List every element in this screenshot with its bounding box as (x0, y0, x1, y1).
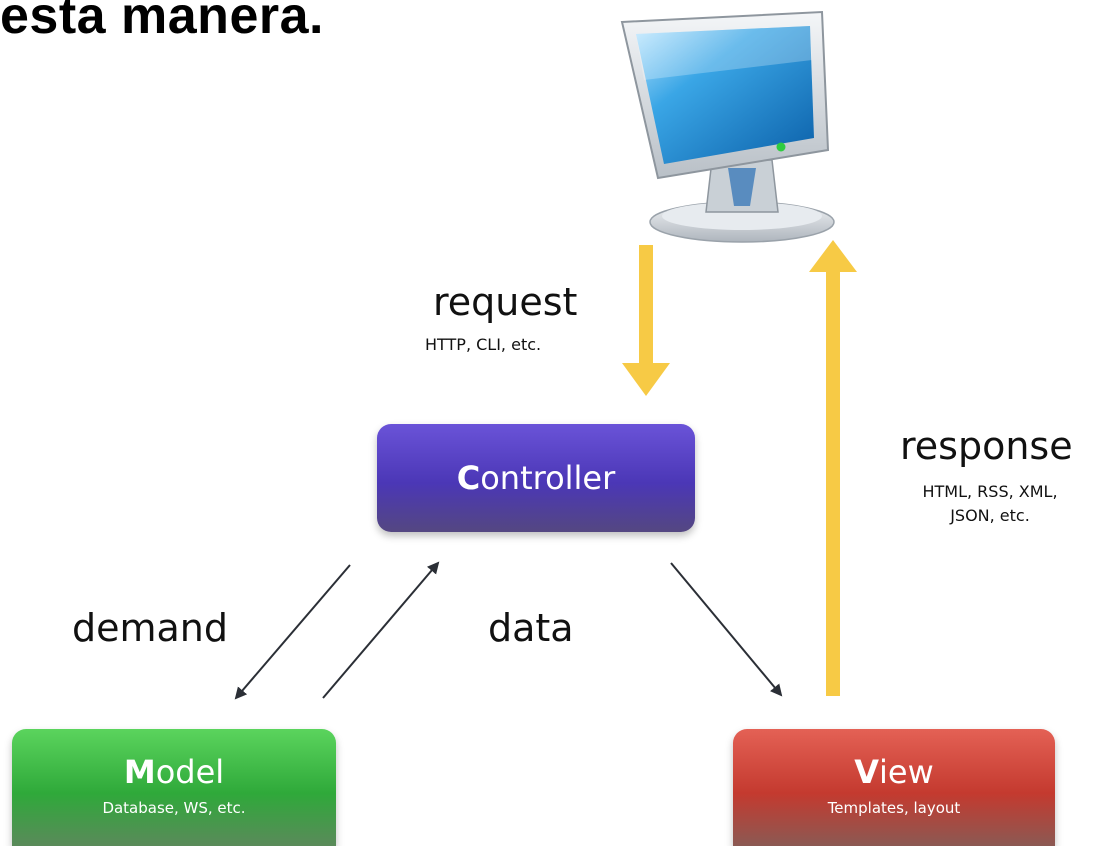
demand-arrow (234, 564, 351, 700)
model-box: Model Database, WS, etc. (12, 729, 336, 846)
controller-initial: C (456, 459, 481, 497)
data-to-view-arrow (670, 562, 783, 697)
view-title: View (733, 753, 1055, 791)
response-arrow (809, 240, 857, 696)
response-detail-line2: JSON, etc. (950, 506, 1030, 525)
data-return-arrow (322, 561, 440, 699)
model-subtitle: Database, WS, etc. (102, 799, 246, 817)
demand-label: demand (72, 606, 229, 650)
view-subtitle: Templates, layout (827, 799, 961, 817)
controller-rest: ontroller (480, 459, 616, 497)
data-label: data (488, 606, 574, 650)
view-initial: V (854, 753, 879, 791)
request-label: request (433, 280, 578, 324)
view-rest: iew (879, 753, 934, 791)
model-initial: M (123, 753, 156, 791)
response-label: response (900, 424, 1073, 468)
heading-text: esta manera. (0, 0, 324, 45)
controller-box: Controller (377, 424, 695, 532)
controller-title: Controller (457, 459, 616, 497)
response-detail: HTML, RSS, XML, JSON, etc. (880, 480, 1095, 528)
model-rest: odel (155, 753, 225, 791)
request-arrow (622, 245, 670, 396)
computer-monitor-icon (620, 10, 835, 243)
view-box: View Templates, layout (733, 729, 1055, 846)
response-detail-line1: HTML, RSS, XML, (922, 482, 1058, 501)
model-title: Model (12, 753, 336, 791)
request-detail: HTTP, CLI, etc. (425, 335, 542, 354)
